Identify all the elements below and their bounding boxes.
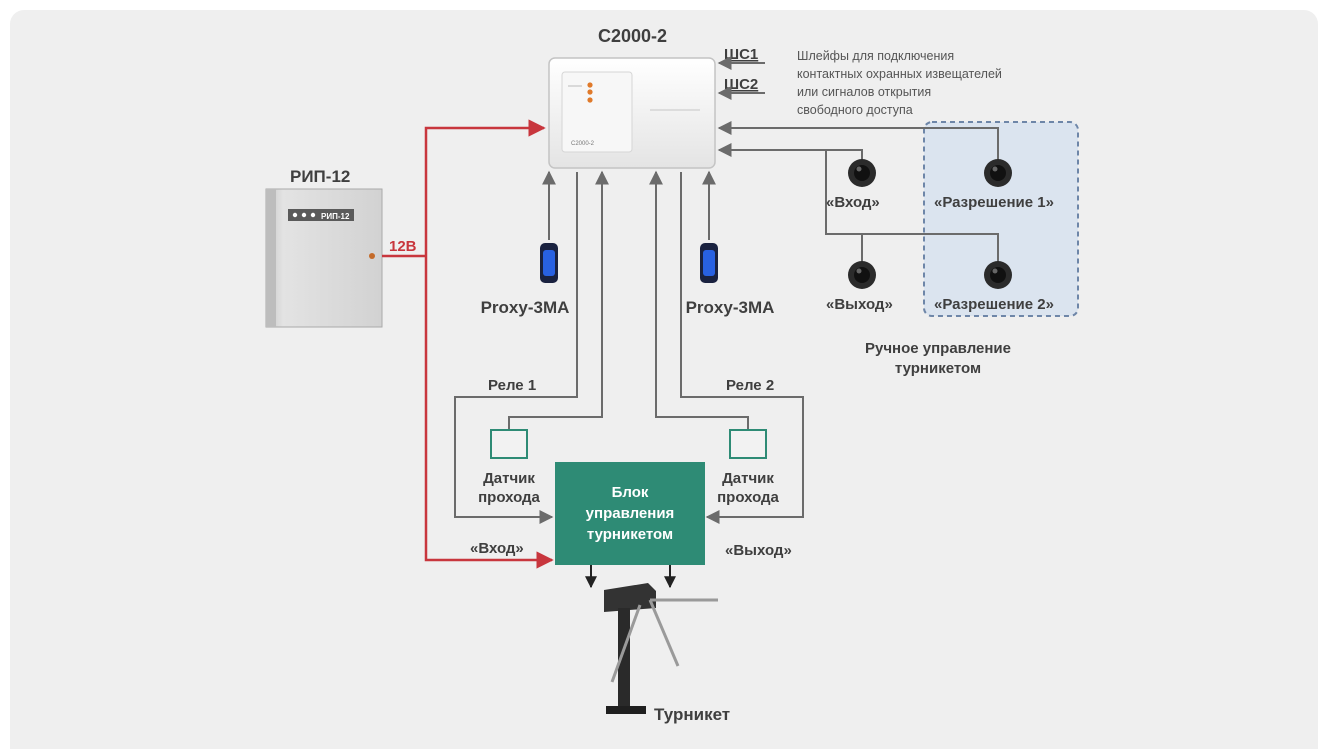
- loops-note-line: или сигналов открытия: [797, 85, 931, 99]
- control-block-label: управления: [586, 505, 675, 522]
- controller-c2000-2: С2000-2: [548, 57, 716, 169]
- wire-sensor-left: [508, 170, 609, 430]
- manual-caption-line: Ручное управление: [865, 340, 1011, 357]
- led-indicator: [587, 82, 593, 88]
- loops-note-line: Шлейфы для подключения: [797, 49, 954, 63]
- power-wire-control-block: [424, 256, 554, 569]
- power-supply-front-label: РИП-12: [321, 212, 350, 221]
- entry-button: [848, 159, 876, 187]
- entry-signal-label: «Вход»: [470, 540, 524, 557]
- controller-front-label: С2000-2: [571, 141, 595, 147]
- control-block: [555, 462, 705, 565]
- loop-shs2-label: ШС2: [724, 76, 758, 93]
- turnstile-label: Турникет: [654, 705, 730, 724]
- led-indicator: [587, 97, 593, 103]
- permission1-button-label: «Разрешение 1»: [934, 194, 1054, 211]
- sensor-right: [729, 429, 767, 459]
- exit-button-label: «Выход»: [826, 296, 893, 313]
- controller-title: С2000-2: [598, 26, 667, 46]
- wire-sensor-right: [649, 170, 749, 430]
- sensor-left: [490, 429, 528, 459]
- exit-button: [848, 261, 876, 289]
- power-wire-controller: [424, 119, 546, 256]
- loops-note: Шлейфы для подключения контактных охранн…: [797, 49, 1002, 117]
- sensor-left-label: Датчик: [483, 470, 535, 487]
- loops-note-line: контактных охранных извещателей: [797, 67, 1002, 81]
- reader-left-label: Proxy-3MA: [481, 298, 570, 317]
- permission2-button-label: «Разрешение 2»: [934, 296, 1054, 313]
- sensor-right-label: прохода: [717, 489, 779, 506]
- turnstile: [604, 583, 718, 714]
- wire-entry-loop: [717, 143, 863, 160]
- wire-permission2-loop: [862, 233, 999, 262]
- exit-signal-label: «Выход»: [725, 542, 792, 559]
- led-indicator: [587, 89, 593, 95]
- control-block-label: турникетом: [587, 526, 673, 543]
- sensor-left-label: прохода: [478, 489, 540, 506]
- power-supply-lock: [369, 253, 375, 259]
- reader-left: [540, 243, 558, 283]
- wire-exit-loop: [825, 150, 863, 262]
- wire-relay1: [454, 172, 578, 524]
- power-supply-title: РИП-12: [290, 167, 350, 186]
- control-block-label: Блок: [612, 484, 649, 501]
- wire-permission1-loop: [717, 121, 999, 160]
- power-supply-rip12: РИП-12: [265, 188, 383, 328]
- loops-note-line: свободного доступа: [797, 103, 913, 117]
- relay2-label: Реле 2: [726, 377, 774, 394]
- sensor-right-label: Датчик: [722, 470, 774, 487]
- manual-control-zone: [923, 121, 1079, 317]
- reader-right-label: Proxy-3MA: [686, 298, 775, 317]
- manual-caption-line: турникетом: [895, 360, 981, 377]
- permission2-button: [984, 261, 1012, 289]
- relay1-label: Реле 1: [488, 377, 536, 394]
- permission1-button: [984, 159, 1012, 187]
- loop-shs1-label: ШС1: [724, 46, 758, 63]
- wire-relay2: [680, 172, 804, 524]
- power-voltage-label: 12В: [389, 238, 417, 255]
- entry-button-label: «Вход»: [826, 194, 880, 211]
- reader-right: [700, 243, 718, 283]
